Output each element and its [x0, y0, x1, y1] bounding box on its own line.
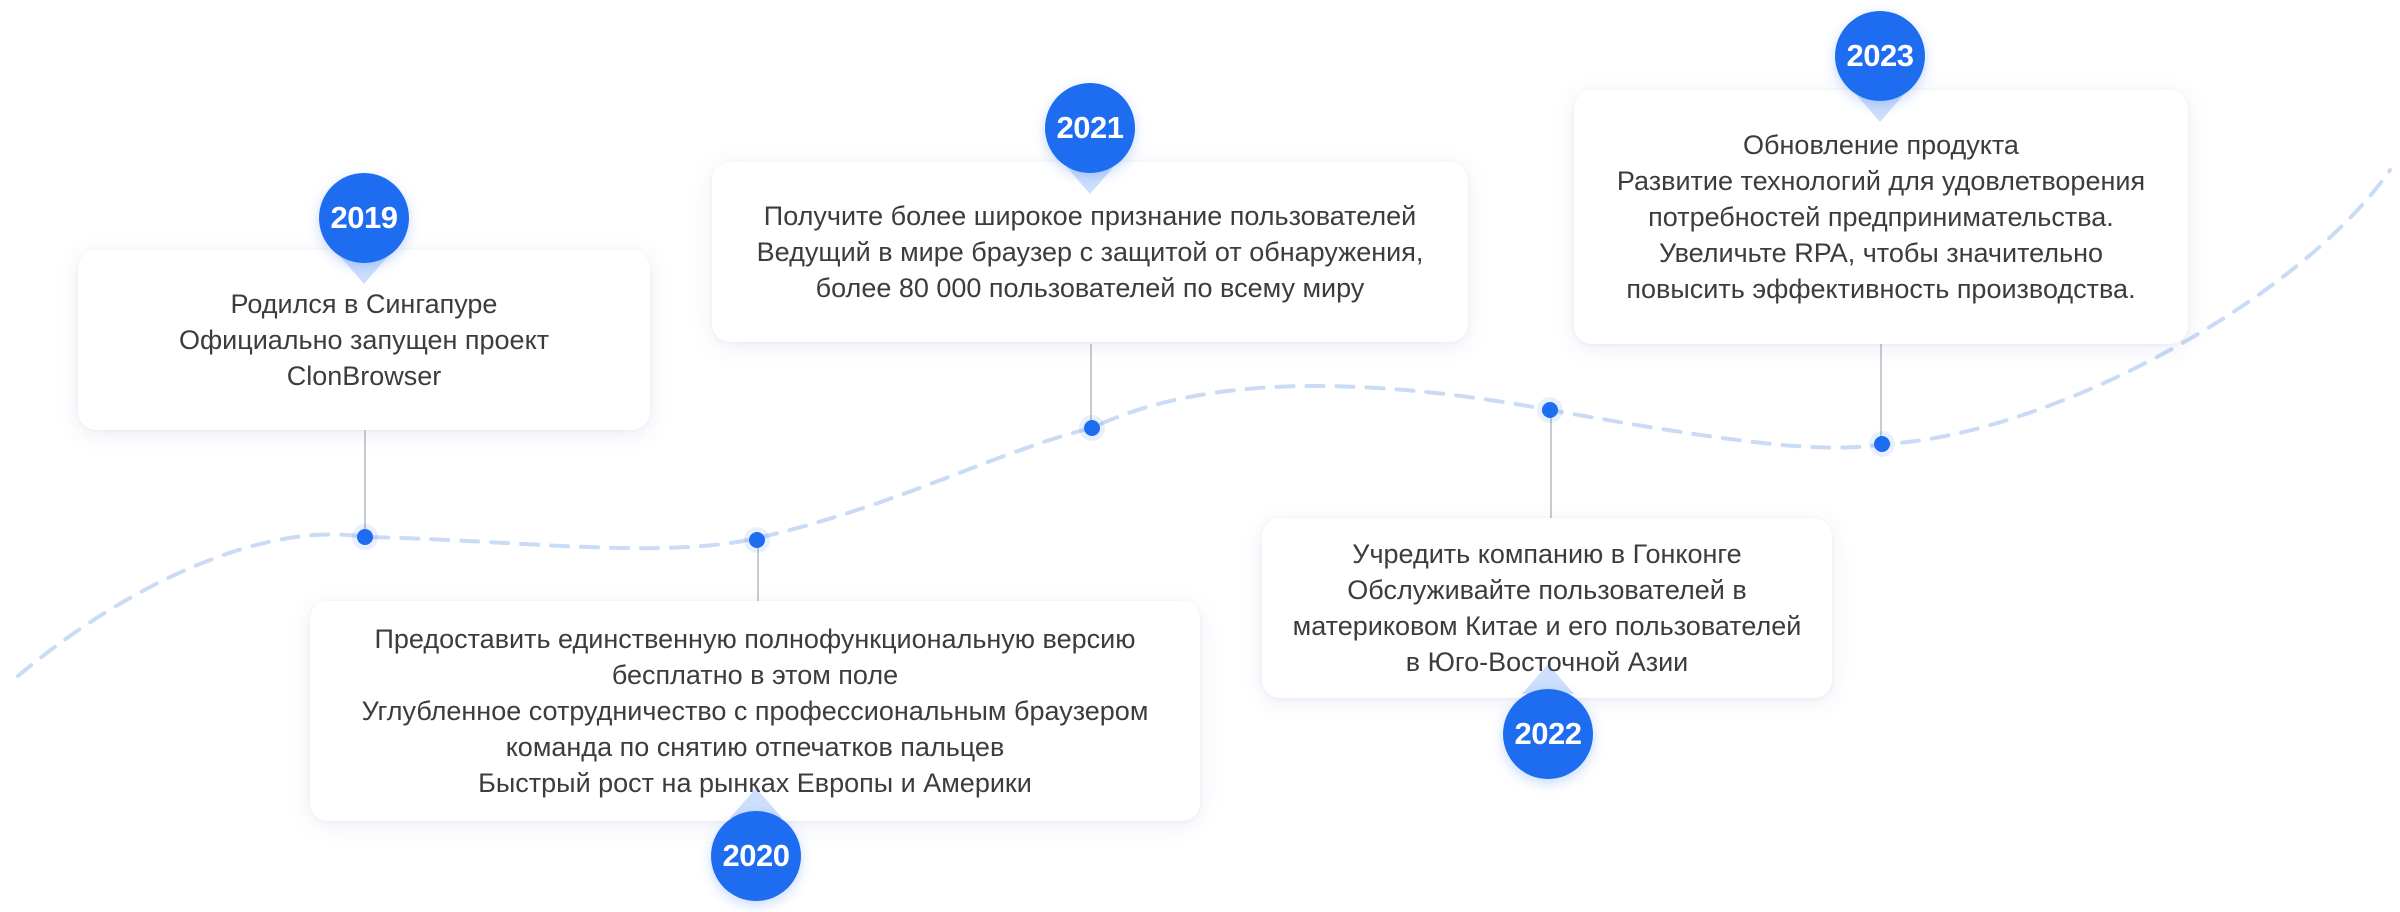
year-pin-2023: 2023: [1835, 11, 1925, 101]
year-label-2020: 2020: [722, 838, 790, 873]
timeline-dot-2020: [749, 532, 765, 548]
connector-2020: [757, 541, 759, 601]
milestone-card-2022: Учредить компанию в Гонконге Обслуживайт…: [1262, 518, 1832, 698]
year-pin-2020: 2020: [711, 811, 801, 901]
milestone-card-2021: Получите более широкое признание пользов…: [712, 162, 1468, 342]
year-label-2021: 2021: [1056, 110, 1124, 145]
year-pin-2022: 2022: [1503, 689, 1593, 779]
connector-2022: [1550, 414, 1552, 518]
year-pin-2019: 2019: [319, 173, 409, 263]
milestone-text-2020: Предоставить единственную полнофункциона…: [361, 624, 1149, 798]
connector-2021: [1090, 344, 1092, 428]
milestone-text-2022: Учредить компанию в Гонконге Обслуживайт…: [1292, 539, 1802, 677]
timeline-dot-2023: [1874, 436, 1890, 452]
timeline-dashed-curve: [16, 168, 2392, 678]
timeline-dot-2019: [357, 529, 373, 545]
timeline-dot-2021: [1084, 420, 1100, 436]
year-label-2019: 2019: [330, 200, 398, 235]
connector-2019: [364, 430, 366, 536]
milestone-text-2023: Обновление продукта Развитие технологий …: [1616, 130, 2146, 304]
year-pin-2021: 2021: [1045, 83, 1135, 173]
milestone-card-2023: Обновление продукта Развитие технологий …: [1574, 90, 2188, 344]
milestone-text-2019: Родился в Сингапуре Официально запущен п…: [178, 289, 550, 391]
timeline-dot-2022: [1542, 402, 1558, 418]
year-label-2022: 2022: [1514, 716, 1582, 751]
milestone-text-2021: Получите более широкое признание пользов…: [756, 201, 1424, 303]
connector-2023: [1880, 344, 1882, 444]
milestone-card-2020: Предоставить единственную полнофункциона…: [310, 601, 1200, 821]
milestone-card-2019: Родился в Сингапуре Официально запущен п…: [78, 250, 650, 430]
year-label-2023: 2023: [1846, 38, 1914, 73]
